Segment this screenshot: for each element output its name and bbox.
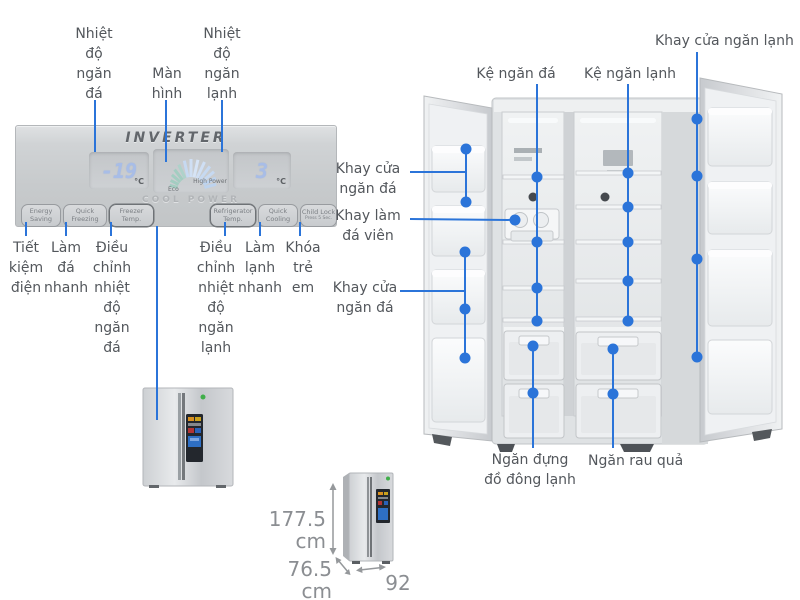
fridge-temp-display: 3 °C [233, 152, 291, 189]
dimension-fridge-illustration [343, 472, 394, 564]
height-dimension-label: 177.5 cm [268, 507, 326, 553]
quick-cooling-button: Quick Cooling [258, 204, 298, 227]
closed-fridge-small-illustration [142, 387, 234, 488]
depth-arrow [337, 559, 349, 573]
brand-logo-dot-small [386, 476, 390, 481]
control-panel-illustration: INVERTER -19 °C [15, 125, 337, 227]
brand-logo-dot [200, 394, 206, 400]
width-arrow [359, 566, 383, 571]
child-lock-button: Child Lock Press 5 Sec. [300, 204, 337, 227]
callout-display-label: Màn hình [151, 66, 183, 102]
freezer-drawers [503, 327, 565, 439]
quick-freezing-button: Quick Freezing [63, 204, 107, 227]
energy-saving-button: Energy Saving [21, 204, 61, 227]
dimension-arrows [329, 483, 386, 575]
callout-fridge-adjust-label: Điều chỉnh nhiệt độ ngăn lạnh [196, 240, 236, 356]
freezer-temp-value: -19 [100, 158, 138, 183]
callout-freezer-temp-label: Nhiệt độ ngăn đá [75, 26, 113, 102]
ice-maker [504, 208, 560, 242]
cool-power-label: COOL POWER [141, 195, 241, 205]
callout-cool-shelf-label: Kệ ngăn lạnh [583, 66, 677, 82]
right-open-door [699, 77, 783, 443]
cool-power-gauge: Eco High Power [153, 149, 229, 193]
callout-freezer-shelf-label: Kệ ngăn đá [476, 66, 556, 82]
freezer-temp-button: Freezer Temp. [109, 204, 154, 227]
callout-ice-tray-label: Khay làm đá viên [335, 208, 401, 244]
depth-dimension-label: 76.5 cm [287, 557, 332, 600]
callout-frozen-drawer-label: Ngăn đựng đồ đông lạnh [484, 452, 576, 488]
fridge-drawers [575, 327, 662, 439]
callout-quick-freezing-label: Làm đá nhanh [44, 240, 89, 296]
callout-quick-cooling-label: Làm lạnh nhanh [237, 240, 283, 296]
door-display-stickers-small [376, 489, 390, 523]
fridge-temp-value: 3 [255, 158, 269, 183]
callout-freezer-adjust-label: Điều chỉnh nhiệt độ ngăn đá [92, 240, 132, 356]
callout-energy-saving-label: Tiết kiệm điện [8, 240, 44, 296]
fridge-shelves [575, 170, 662, 322]
left-open-door [423, 95, 493, 446]
inverter-logo: INVERTER [125, 130, 227, 146]
door-display-stickers [186, 414, 203, 462]
freezer-temp-unit: °C [134, 177, 144, 186]
gauge-arc-icon: Eco High Power [168, 159, 228, 193]
eco-label: Eco [168, 186, 179, 193]
high-power-label: High Power [193, 178, 227, 185]
open-fridge-illustration [423, 77, 783, 452]
callout-freezer-door-tray-1-label: Khay cửa ngăn đá [335, 161, 401, 197]
refrigerator-temp-button: Refrigerator Temp. [210, 204, 256, 227]
callout-vegetable-drawer-label: Ngăn rau quả [588, 453, 684, 469]
callout-fridge-temp-label: Nhiệt độ ngăn lạnh [203, 26, 241, 102]
width-dimension-label: 92 cm [383, 571, 413, 600]
freezer-shelves [502, 174, 565, 323]
callout-child-lock-label: Khóa trẻ em [285, 240, 321, 296]
callout-cool-door-tray-label: Khay cửa ngăn lạnh [655, 33, 794, 49]
freezer-temp-display: -19 °C [89, 152, 149, 189]
fridge-temp-unit: °C [276, 177, 286, 186]
callout-freezer-door-tray-2-label: Khay cửa ngăn đá [332, 280, 398, 316]
